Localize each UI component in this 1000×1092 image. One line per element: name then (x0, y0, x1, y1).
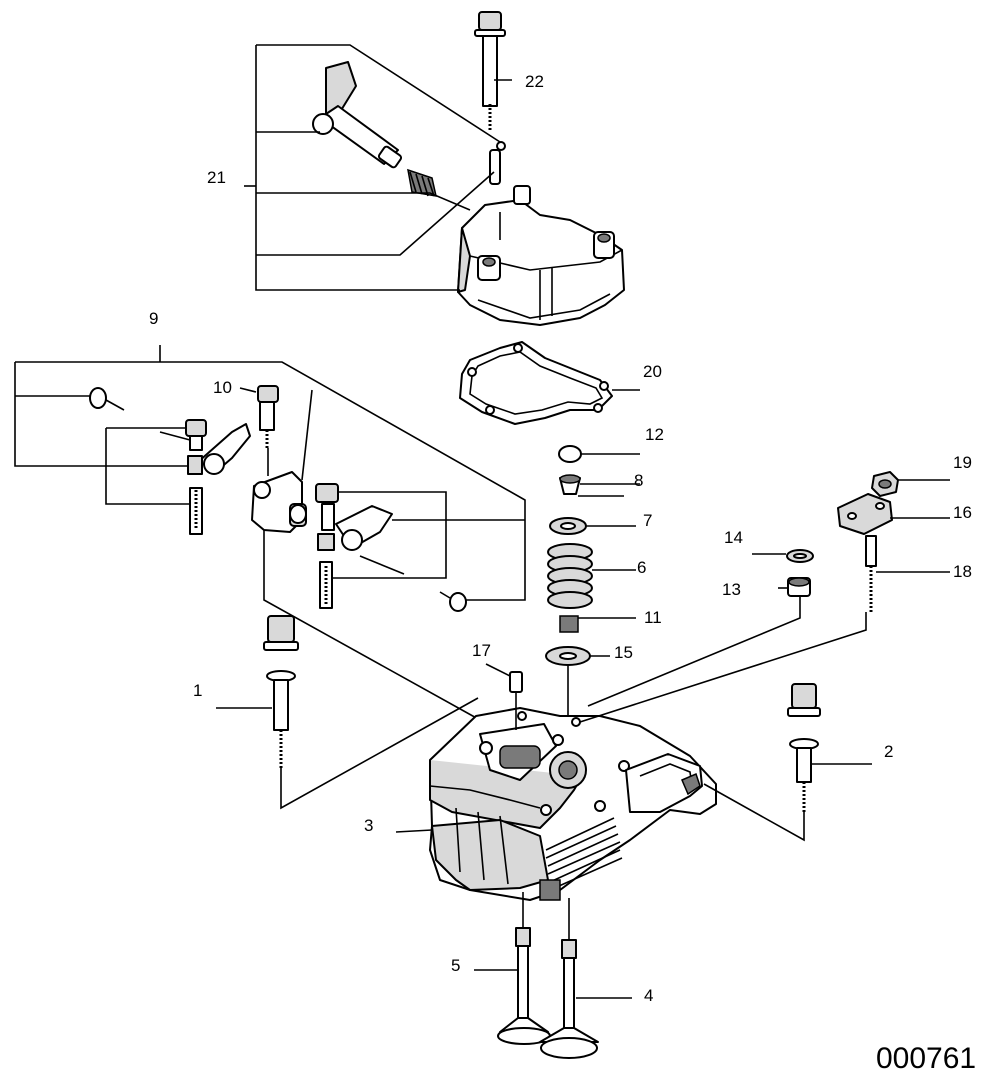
exhaust-flange-part (837, 493, 893, 535)
callout-2: 2 (884, 742, 893, 761)
intake-valve-part (497, 927, 551, 1045)
callout-5: 5 (451, 956, 460, 975)
callout-9: 9 (149, 309, 158, 328)
callout-22: 22 (525, 72, 544, 91)
rocker-arm-right-part (315, 483, 393, 609)
rocker-arm-assembly (14, 345, 526, 721)
cover-gasket-part (459, 341, 640, 425)
callout-1: 1 (193, 681, 202, 700)
valve-train-stack (545, 445, 640, 760)
callout-16: 16 (953, 503, 972, 522)
lever-spring-part (407, 168, 437, 197)
cooling-fins (539, 817, 623, 901)
callout-10: 10 (213, 378, 232, 397)
head-bolt-left-part (263, 615, 299, 768)
head-bolt-right-part (787, 683, 821, 812)
callout-7: 7 (643, 511, 652, 530)
callout-20: 20 (643, 362, 662, 381)
callout-3: 3 (364, 816, 373, 835)
callout-15: 15 (614, 643, 633, 662)
callout-11: 11 (644, 608, 662, 627)
callout-4: 4 (644, 986, 653, 1005)
decompression-lever-part (312, 61, 403, 169)
cylinder-head-part (395, 707, 717, 901)
cover-bolt-part (474, 11, 506, 130)
callout-8: 8 (634, 471, 643, 490)
callout-19: 19 (953, 453, 972, 472)
valve-spring-part (547, 543, 593, 609)
callout-6: 6 (637, 558, 646, 577)
callout-17: 17 (472, 641, 491, 660)
rocker-arm-left-part (185, 419, 251, 535)
cover-pin-part (489, 149, 501, 185)
circlip-part (89, 387, 107, 409)
support-bolt-part (257, 385, 279, 448)
exhaust-stud-part (865, 535, 877, 612)
dowel-pin-part (509, 671, 523, 693)
callout-12: 12 (645, 425, 664, 444)
rocker-cover-part (457, 185, 625, 326)
rocker-support-part (251, 471, 307, 533)
valve-guide-part (752, 549, 814, 597)
circlip-right-part (449, 592, 467, 612)
callout-18: 18 (953, 562, 972, 581)
valve-stem-seal-part (559, 615, 579, 633)
exhaust-valve-part (539, 939, 599, 1059)
flange-nut-part (871, 471, 899, 497)
callout-21: 21 (207, 168, 226, 187)
callout-14: 14 (724, 528, 743, 547)
rocker-cover-assembly (244, 11, 625, 326)
figure-number: 000761 (876, 1042, 976, 1075)
callout-labels: 1 2 3 4 5 6 7 8 9 10 11 12 13 14 15 16 1… (149, 72, 972, 1005)
callout-13: 13 (722, 580, 741, 599)
valve-cap-part (558, 445, 582, 463)
